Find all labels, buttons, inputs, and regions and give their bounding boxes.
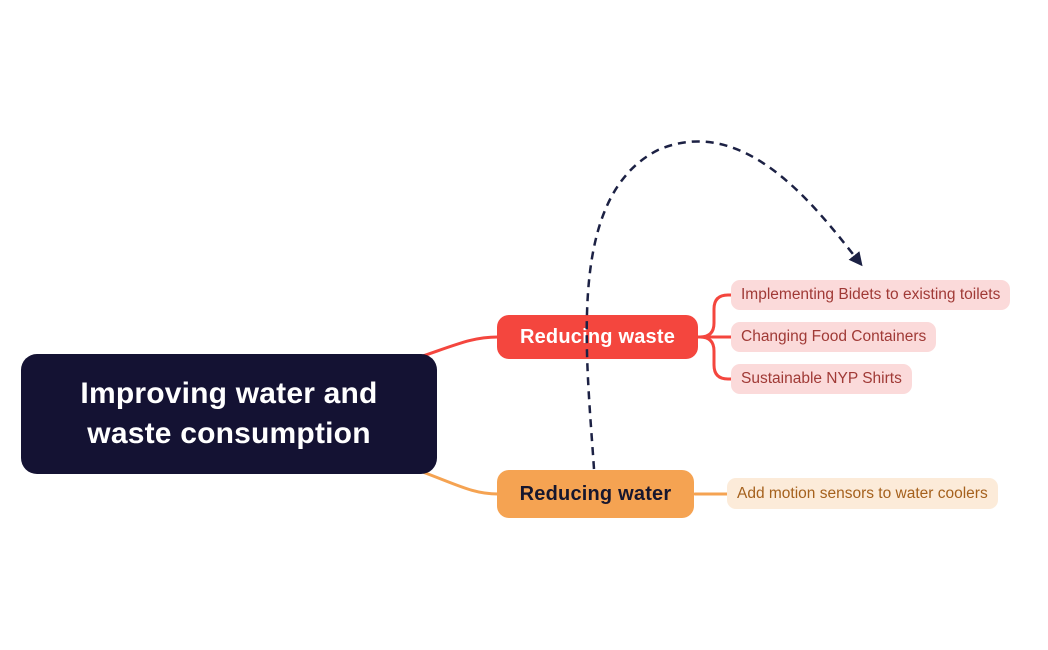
child-node-sustainable-nyp-shirts[interactable]: Sustainable NYP Shirts [731,364,912,394]
connector-root-to-waste [418,335,500,359]
root-label-line1: Improving water and [80,377,378,410]
child-label: Changing Food Containers [741,328,927,345]
branch-node-reducing-waste[interactable]: Reducing waste [497,315,698,359]
child-label: Add motion sensors to water coolers [737,484,988,502]
child-label: Sustainable NYP Shirts [741,370,902,387]
connector-root-to-water [418,469,500,496]
root-label-line2: waste consumption [87,417,371,450]
connector-waste-to-child-1 [698,293,733,339]
root-node[interactable]: Improving water and waste consumption [21,354,437,474]
child-label: Implementing Bidets to existing toilets [741,286,1001,303]
branch-label: Reducing water [519,482,672,505]
branch-node-reducing-water[interactable]: Reducing water [497,470,694,518]
branch-label: Reducing waste [519,325,676,348]
child-node-changing-food-containers[interactable]: Changing Food Containers [731,322,937,352]
connector-waste-to-child-3 [698,335,733,381]
child-node-implementing-bidets[interactable]: Implementing Bidets to existing toilets [731,280,1011,310]
child-node-add-motion-sensors[interactable]: Add motion sensors to water coolers [727,478,998,509]
